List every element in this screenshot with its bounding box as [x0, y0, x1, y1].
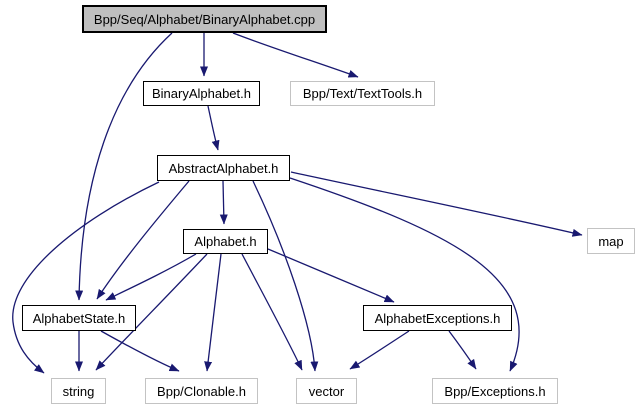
node-clonable-h: Bpp/Clonable.h	[145, 378, 258, 404]
node-string: string	[51, 378, 106, 404]
edge-alphabet-alphabetexceptions	[267, 248, 395, 303]
node-map: map	[587, 228, 635, 254]
node-alphabetexceptions-h[interactable]: AlphabetExceptions.h	[363, 305, 512, 331]
node-alphabetstate-h[interactable]: AlphabetState.h	[22, 305, 136, 331]
edge-alphabet-string	[95, 253, 208, 371]
edge-alphabet-vector	[241, 253, 303, 371]
node-vector: vector	[296, 378, 357, 404]
node-texttools-h: Bpp/Text/TextTools.h	[290, 81, 435, 106]
node-bppexceptions-h: Bpp/Exceptions.h	[432, 378, 558, 404]
edge-main-texttools	[232, 32, 359, 78]
edge-main-alphabetstate	[75, 32, 173, 301]
edge-abstractalphabet-alphabet	[219, 180, 228, 225]
edge-abstractalphabet-alphabetstate	[96, 180, 190, 300]
edge-alphabet-clonable	[204, 253, 222, 372]
edge-alphabetstate-clonable	[100, 330, 180, 372]
edge-abstractalphabet-bppexceptions	[289, 177, 520, 372]
edge-alphabetexceptions-vector	[349, 330, 410, 370]
node-binaryalphabet-cpp: Bpp/Seq/Alphabet/BinaryAlphabet.cpp	[82, 5, 327, 33]
node-abstractalphabet-h[interactable]: AbstractAlphabet.h	[157, 155, 290, 181]
edge-abstractalphabet-map	[290, 171, 583, 237]
edge-abstractalphabet-string	[12, 181, 160, 374]
edge-alphabetexceptions-bppexceptions	[448, 330, 477, 370]
edge-abstractalphabet-vector	[252, 180, 319, 372]
node-alphabet-h[interactable]: Alphabet.h	[183, 229, 268, 254]
edge-binaryalphabet-h-abstractalphabet	[207, 105, 220, 151]
edge-alphabet-alphabetstate	[105, 253, 197, 301]
node-binaryalphabet-h[interactable]: BinaryAlphabet.h	[143, 81, 260, 106]
